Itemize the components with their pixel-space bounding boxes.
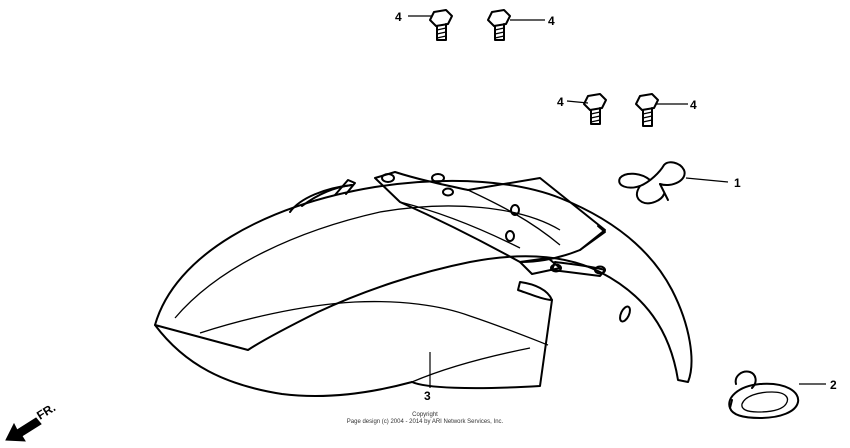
front-direction-arrow: FR. <box>5 400 58 442</box>
copyright-notice: Copyright Page design (c) 2004 - 2014 by… <box>300 412 550 426</box>
callout-4-top-left: 4 <box>395 10 402 24</box>
grommet[interactable] <box>728 370 800 419</box>
copyright-line-2: Page design (c) 2004 - 2014 by ARI Netwo… <box>346 419 504 425</box>
callout-4-mid-right: 4 <box>690 98 697 112</box>
copyright-line-1: Copyright <box>412 412 438 418</box>
bolt-2[interactable] <box>487 9 511 41</box>
direction-label: FR. <box>34 400 58 422</box>
bolt-3[interactable] <box>583 93 607 125</box>
callout-1: 1 <box>734 176 741 190</box>
callout-2: 2 <box>830 378 837 392</box>
callout-4-top-right: 4 <box>548 14 555 28</box>
bolt-1[interactable] <box>429 9 453 41</box>
fender-bracket[interactable] <box>374 171 606 277</box>
bolt-4[interactable] <box>635 93 659 127</box>
leader-lines <box>408 15 826 388</box>
callout-3: 3 <box>424 389 431 403</box>
wire-clip[interactable] <box>618 161 686 205</box>
callout-4-mid-left: 4 <box>557 95 564 109</box>
front-fender[interactable] <box>154 179 693 398</box>
